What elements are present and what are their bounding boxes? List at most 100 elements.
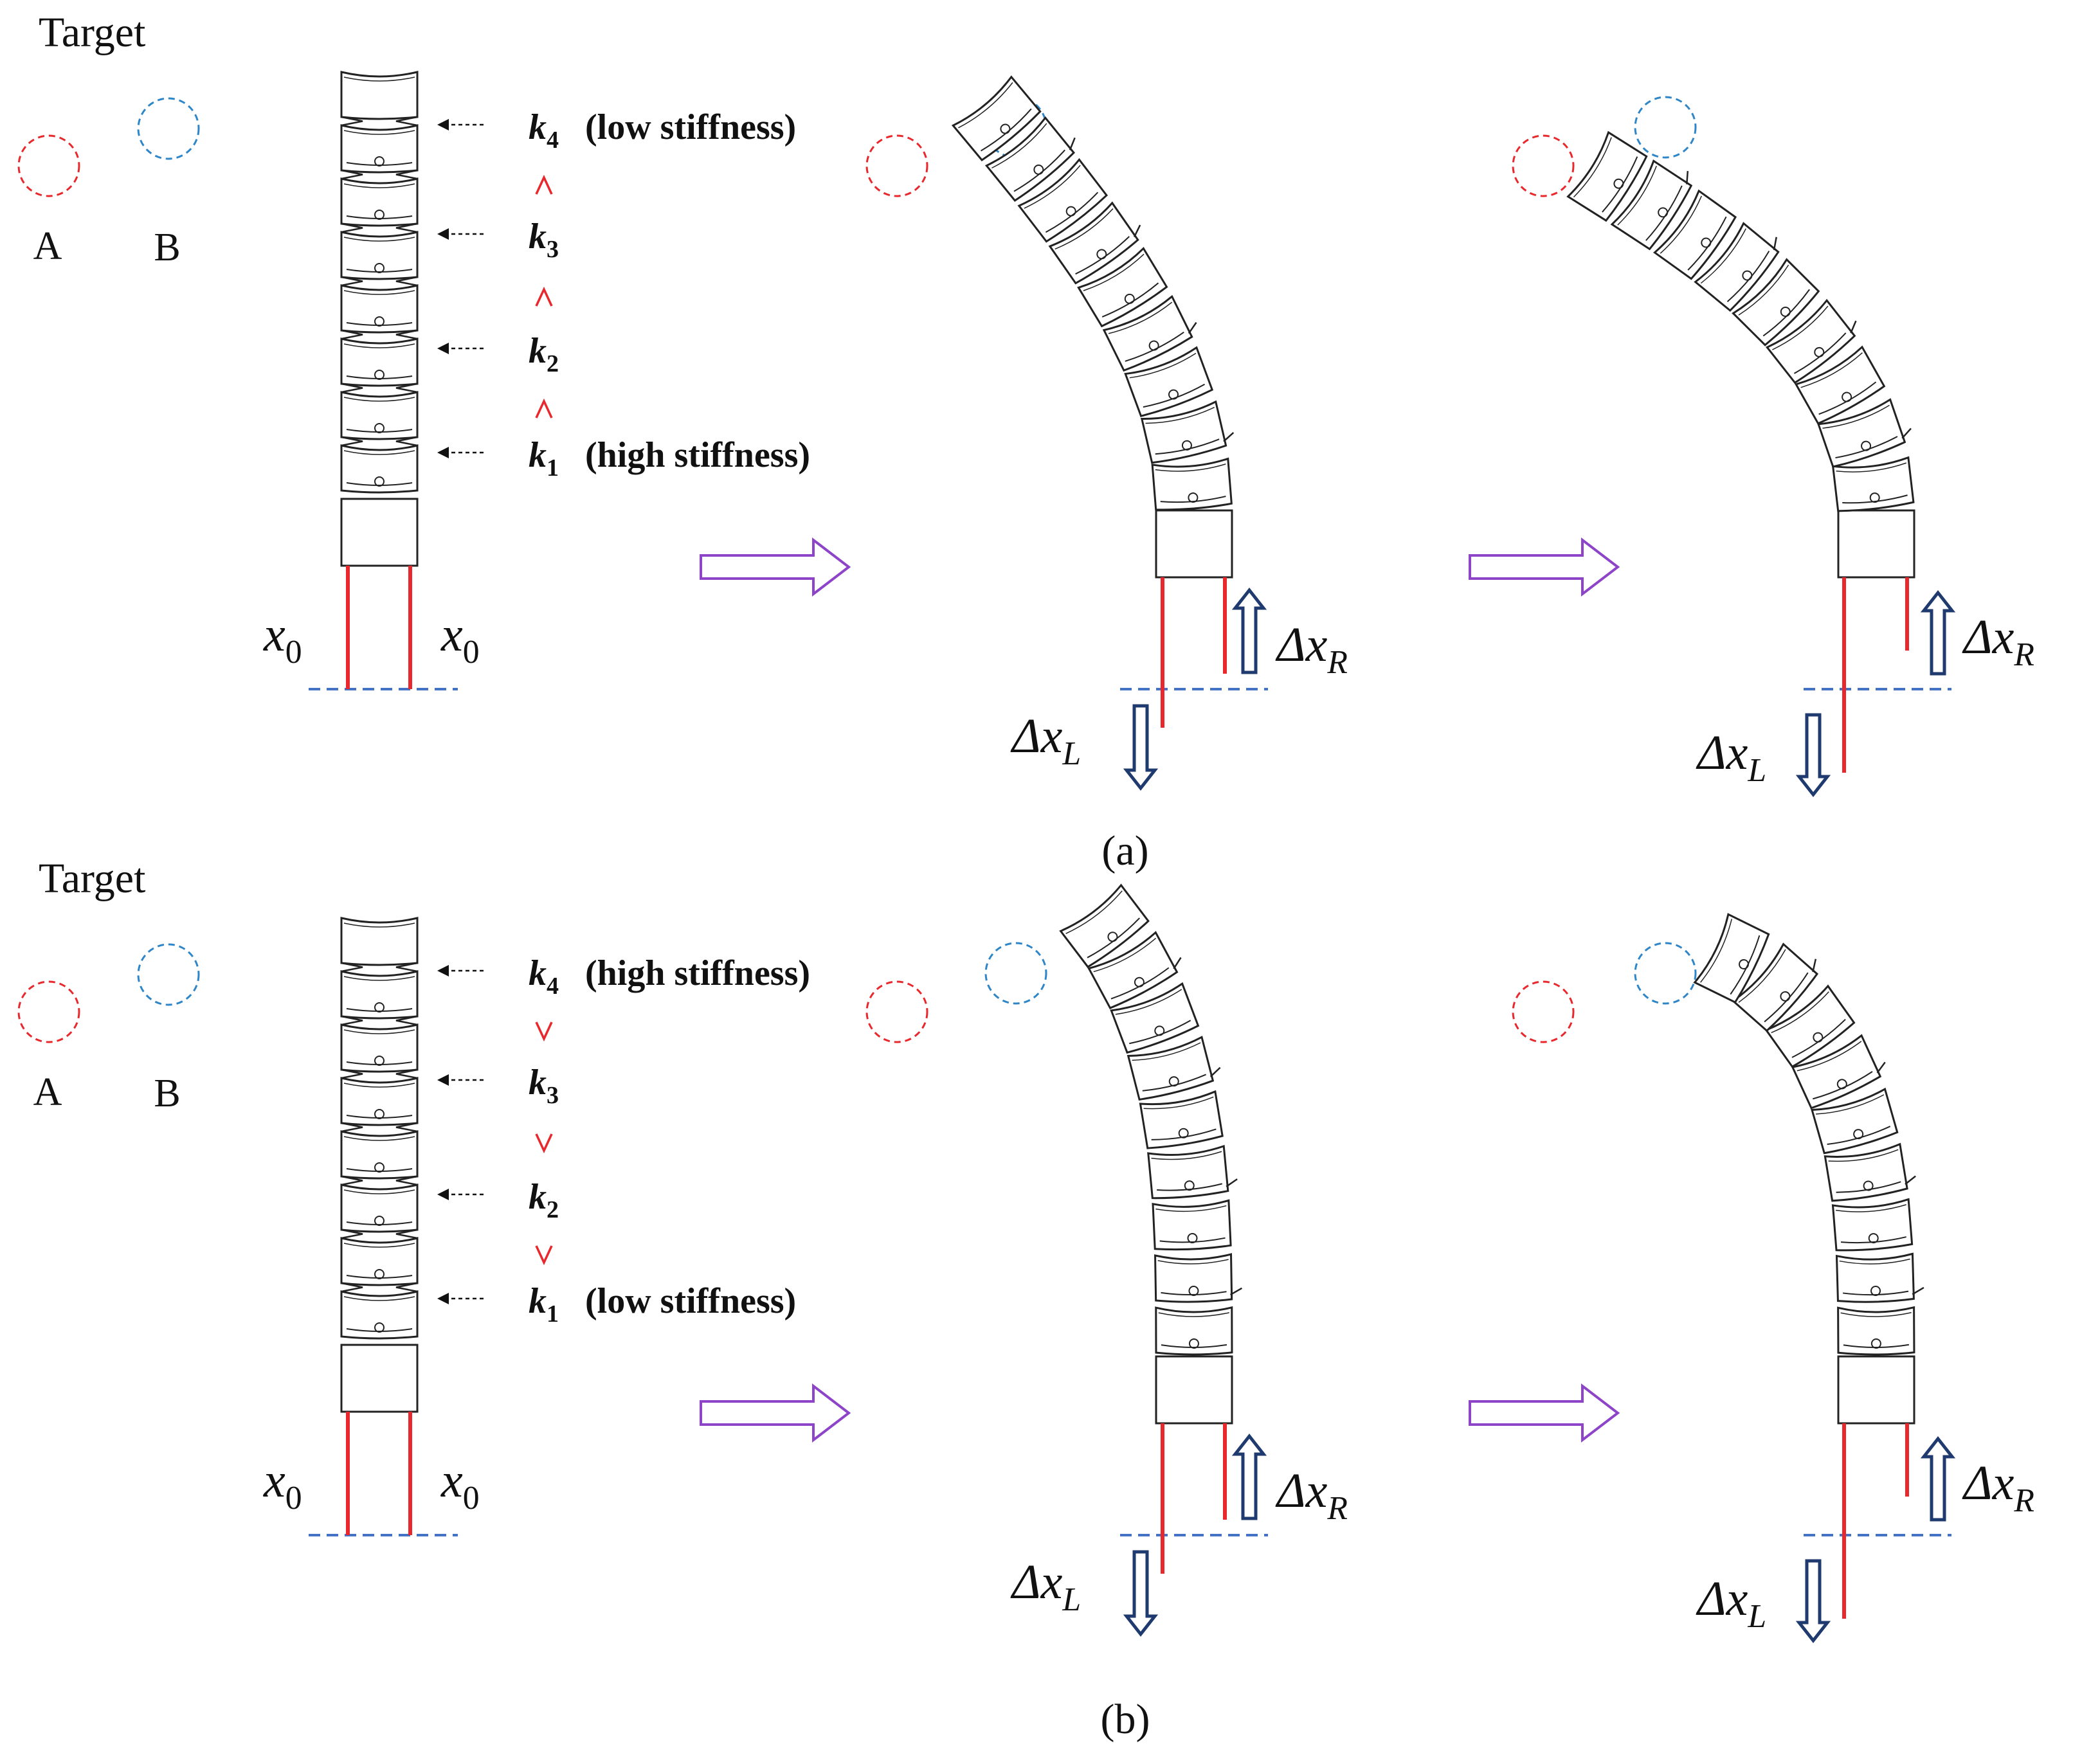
module-7 bbox=[1764, 984, 1856, 1068]
joint-pin bbox=[1181, 440, 1192, 451]
module-joint-line bbox=[1764, 972, 1809, 1023]
module-joint-line bbox=[1013, 149, 1065, 192]
tendon-guide bbox=[1876, 1061, 1886, 1074]
robot-module bbox=[1694, 222, 1780, 312]
module-5 bbox=[1139, 1090, 1224, 1149]
robot-module bbox=[340, 1290, 419, 1340]
delta-xl-arrow bbox=[1795, 1559, 1831, 1644]
robot-base bbox=[340, 498, 419, 567]
stiffness-pointer-head bbox=[437, 1293, 449, 1304]
delta-xl-label-subscript: L bbox=[1062, 735, 1081, 772]
module-5 bbox=[1811, 1087, 1899, 1155]
delta-xr-label-subscript: R bbox=[1326, 644, 1348, 681]
stiffness-k4-subscript: 4 bbox=[547, 973, 559, 1000]
joint-pin bbox=[374, 1109, 385, 1119]
robot-module bbox=[1017, 158, 1109, 243]
module-8 bbox=[984, 116, 1076, 203]
delta-xl-label-main: Δx bbox=[1010, 709, 1063, 763]
module-6 bbox=[1048, 201, 1141, 285]
joint-pin bbox=[1154, 1025, 1165, 1036]
module-joint-line bbox=[1101, 282, 1159, 318]
robot-module bbox=[1765, 298, 1856, 384]
module-2 bbox=[340, 124, 419, 180]
module-rim bbox=[1828, 1149, 1899, 1162]
stiffness-pointer-head bbox=[437, 965, 449, 977]
target-b-label: B bbox=[154, 1072, 180, 1115]
module-2 bbox=[1140, 400, 1235, 464]
x0-right-label-subscript: 0 bbox=[463, 634, 480, 670]
delta-xr-label: ΔxR bbox=[1275, 618, 1348, 681]
module-joint-line bbox=[346, 429, 413, 433]
robot-module bbox=[1048, 201, 1139, 285]
module-joint-line bbox=[346, 482, 413, 486]
module-8 bbox=[340, 444, 419, 494]
joint-pin bbox=[1861, 440, 1872, 451]
joint-pin bbox=[1000, 123, 1011, 134]
module-rim bbox=[1822, 404, 1890, 429]
module-neck bbox=[341, 1068, 418, 1079]
stiffness-k1-main: k bbox=[529, 435, 547, 475]
joint-pin bbox=[1813, 1032, 1824, 1043]
stiffness-k2-main: k bbox=[529, 331, 547, 371]
module-rim bbox=[1055, 208, 1114, 250]
joint-pin bbox=[1184, 1180, 1195, 1191]
module-6 bbox=[1791, 1034, 1886, 1110]
module-joint-line bbox=[1813, 1071, 1873, 1100]
target-a-circle bbox=[1512, 980, 1575, 1043]
delta-xr-label-subscript: R bbox=[2013, 636, 2034, 673]
module-rim bbox=[1738, 264, 1789, 316]
x0-left-label: x0 bbox=[263, 608, 302, 670]
target-b-circle bbox=[984, 942, 1047, 1005]
delta-xr-label-main: Δx bbox=[1962, 1456, 2014, 1510]
stiffness-order-symbol bbox=[535, 1245, 553, 1266]
module-joint-line bbox=[346, 1221, 413, 1225]
module-neck bbox=[341, 1282, 418, 1293]
robot-module bbox=[984, 116, 1075, 203]
module-rim bbox=[1108, 302, 1173, 334]
stiffness-text-k1: (low stiffness) bbox=[585, 1281, 796, 1321]
target-b-circle bbox=[1634, 96, 1697, 159]
module-rim bbox=[343, 1083, 415, 1088]
module-rim bbox=[1816, 1094, 1885, 1115]
module-rim bbox=[1836, 1204, 1906, 1212]
joint-pin bbox=[374, 263, 385, 273]
robot-module bbox=[951, 75, 1042, 162]
x0-left-label-subscript: 0 bbox=[285, 634, 302, 670]
x0-right-label: x0 bbox=[440, 608, 480, 670]
straight-robot bbox=[340, 917, 419, 1413]
module-rim bbox=[1797, 1041, 1862, 1072]
module-joint-line bbox=[1143, 383, 1206, 408]
stiffness-order-symbol bbox=[535, 286, 553, 307]
module-joint-line bbox=[1827, 1126, 1891, 1146]
module-joint-line bbox=[346, 1328, 413, 1332]
module-2 bbox=[1835, 1252, 1924, 1303]
module-3 bbox=[1831, 1198, 1914, 1252]
x0-left-label: x0 bbox=[263, 1454, 302, 1516]
tendon-guide bbox=[1188, 321, 1197, 334]
robot-module bbox=[1124, 346, 1214, 418]
module-joint-line bbox=[346, 1061, 413, 1065]
stiffness-k4-subscript: 4 bbox=[547, 127, 559, 154]
robot-base bbox=[1837, 1355, 1915, 1425]
stiffness-k3-subscript: 3 bbox=[547, 1082, 559, 1109]
delta-xl-label-main: Δx bbox=[1696, 726, 1748, 780]
joint-pin bbox=[1842, 392, 1852, 402]
joint-pin bbox=[374, 476, 385, 487]
panel-caption: (a) bbox=[1101, 827, 1148, 874]
robot-module bbox=[340, 444, 419, 494]
stiffness-pointer-head bbox=[437, 1074, 449, 1086]
tendon-guide bbox=[1850, 320, 1857, 334]
robot-module bbox=[1835, 1252, 1915, 1303]
stiffness-k2: k2 bbox=[529, 1177, 559, 1223]
module-joint-line bbox=[346, 1008, 413, 1012]
module-rim bbox=[343, 130, 415, 135]
module-rim bbox=[1132, 1042, 1201, 1061]
module-6 bbox=[340, 1184, 419, 1239]
module-joint-line bbox=[1157, 1183, 1222, 1191]
module-joint-line bbox=[981, 108, 1032, 152]
x0-right-label-main: x bbox=[440, 608, 463, 662]
target-b-label: B bbox=[154, 226, 180, 269]
joint-pin bbox=[1742, 270, 1753, 281]
target-a-circle bbox=[865, 134, 928, 197]
target-a-circle bbox=[17, 134, 80, 197]
